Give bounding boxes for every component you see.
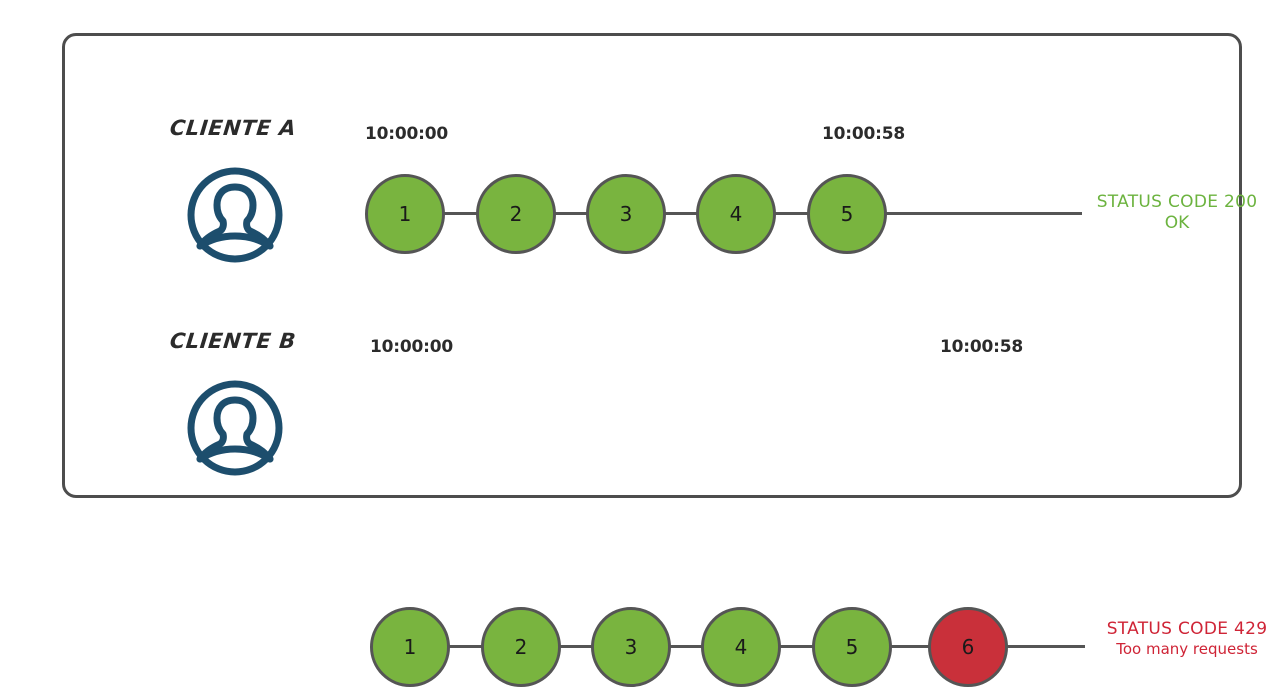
connector-2-3	[556, 645, 594, 648]
request-node[interactable]: 5	[807, 174, 887, 254]
request-node[interactable]: 4	[696, 174, 776, 254]
user-avatar-icon	[183, 376, 287, 480]
connector-1-2	[440, 212, 480, 215]
connector-6-status	[1003, 645, 1085, 648]
request-node[interactable]: 5	[812, 607, 892, 687]
request-node[interactable]: 1	[370, 607, 450, 687]
client-a-label: CLIENTE A	[168, 116, 298, 140]
status-code-line: STATUS CODE 200	[1096, 192, 1258, 212]
connector-3-4	[666, 645, 704, 648]
diagram-canvas: CLIENTE A 10:00:00 10:00:58	[62, 33, 1267, 687]
request-node[interactable]: 3	[586, 174, 666, 254]
client-b-start-timestamp: 10:00:00	[370, 337, 453, 357]
connector-4-5	[771, 212, 812, 215]
request-node[interactable]: 2	[476, 174, 556, 254]
connector-5-status	[882, 212, 1082, 215]
client-a-start-timestamp: 10:00:00	[365, 124, 448, 144]
connector-2-3	[551, 212, 589, 215]
request-node-rate-limited[interactable]: 6	[928, 607, 1008, 687]
request-node[interactable]: 1	[365, 174, 445, 254]
request-node[interactable]: 3	[591, 607, 671, 687]
connector-1-2	[445, 645, 485, 648]
client-b-end-timestamp: 10:00:58	[940, 337, 1023, 357]
client-a-end-timestamp: 10:00:58	[822, 124, 905, 144]
status-code-line: STATUS CODE 429	[1106, 619, 1268, 639]
connector-3-4	[661, 212, 699, 215]
client-b-status-message: STATUS CODE 429 Too many requests	[1087, 619, 1280, 659]
request-node[interactable]: 4	[701, 607, 781, 687]
user-avatar-icon	[183, 163, 287, 267]
connector-4-5	[776, 645, 817, 648]
status-text-line: OK	[1164, 213, 1190, 234]
diagram-frame: CLIENTE A 10:00:00 10:00:58	[62, 33, 1267, 687]
connector-5-6	[887, 645, 933, 648]
status-text-line: Too many requests	[1116, 640, 1258, 659]
client-b-label: CLIENTE B	[168, 329, 298, 353]
request-node[interactable]: 2	[481, 607, 561, 687]
client-a-status-message: STATUS CODE 200 OK	[1087, 192, 1267, 235]
